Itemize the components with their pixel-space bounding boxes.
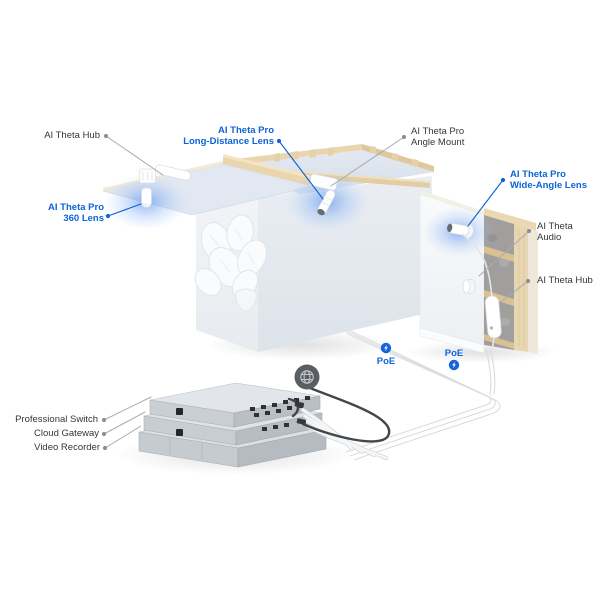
poe-badge-right	[448, 359, 460, 371]
label-line: AI Theta Pro	[218, 125, 274, 136]
label-professional-switch: Professional Switch	[15, 414, 98, 425]
label-poe-left: PoE	[376, 356, 396, 367]
device-stack	[138, 382, 327, 468]
ai-theta-long-distance-lens-device	[317, 189, 336, 216]
label-line: Wide-Angle Lens	[510, 180, 587, 191]
label-ai-theta-pro-360-lens: AI Theta Pro 360 Lens	[24, 202, 104, 224]
label-line: AI Theta Pro	[510, 169, 566, 180]
label-poe-right: PoE	[444, 348, 464, 359]
label-line: Angle Mount	[411, 137, 465, 148]
lightning-bolt-icon	[384, 344, 388, 352]
label-ai-theta-pro-long-distance-lens: AI Theta Pro Long-Distance Lens	[154, 125, 274, 147]
ai-theta-angle-mount-device	[309, 173, 338, 191]
label-line: AI Theta	[537, 221, 573, 232]
label-line: 360 Lens	[63, 213, 104, 224]
label-cloud-gateway: Cloud Gateway	[34, 428, 99, 439]
label-line: AI Theta Pro	[48, 202, 104, 213]
globe-icon	[294, 364, 320, 390]
floor-cable-traces	[337, 324, 501, 461]
label-ai-theta-pro-wide-angle-lens: AI Theta Pro Wide-Angle Lens	[510, 169, 600, 191]
baseboard	[419, 327, 485, 354]
ai-theta-audio-device	[462, 279, 476, 294]
label-ai-theta-pro-angle-mount: AI Theta Pro Angle Mount	[411, 126, 511, 148]
label-ai-theta-hub-left: AI Theta Hub	[44, 130, 100, 141]
label-video-recorder: Video Recorder	[34, 442, 100, 453]
plant	[194, 214, 267, 313]
label-ai-theta-audio: AI Theta Audio	[537, 221, 597, 243]
ai-theta-wide-angle-lens-device	[447, 223, 474, 239]
ai-theta-hub-ceiling	[154, 164, 191, 181]
lightning-bolt-icon	[452, 361, 456, 369]
label-line: Long-Distance Lens	[183, 136, 274, 147]
wall-blocking	[484, 246, 514, 262]
label-line: AI Theta Pro	[411, 126, 465, 137]
internet-uplink	[287, 364, 391, 443]
leader-lines	[101, 133, 532, 451]
label-ai-theta-hub-right: AI Theta Hub	[537, 275, 593, 286]
patch-cables	[300, 407, 389, 461]
ai-theta-hub-inwall-device	[461, 233, 502, 353]
poe-badge-left	[380, 342, 392, 354]
ai-theta-360-lens-device	[139, 168, 156, 208]
label-line: Audio	[537, 232, 562, 243]
